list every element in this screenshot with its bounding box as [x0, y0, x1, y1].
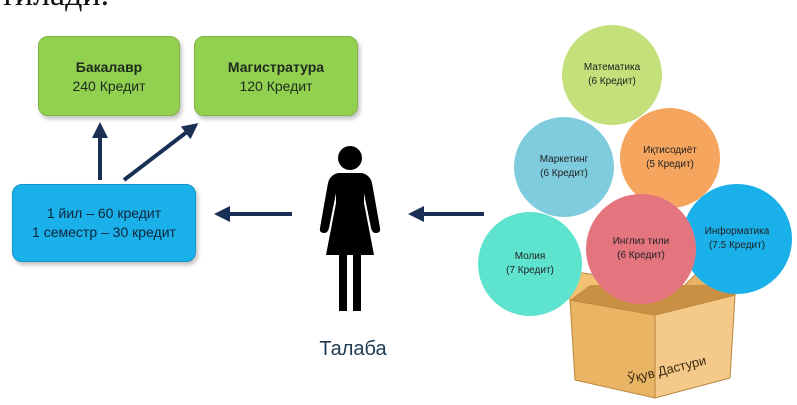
subject-marketing-name: Маркетинг: [539, 154, 589, 165]
subject-english: Инглиз тили (6 Кредит): [586, 194, 696, 304]
subject-informatics-name: Информатика: [704, 226, 770, 237]
subject-finance-credits: (7 Кредит): [506, 265, 554, 276]
subject-economics-name: Иқтисодиёт: [643, 145, 697, 156]
arrow-to-master: [122, 123, 199, 182]
bachelor-title: Бакалавр: [75, 58, 143, 75]
subject-math: Математика (6 Кредит): [562, 25, 662, 125]
master-box: Магистратура 120 Кредит: [194, 36, 358, 116]
subject-economics: Иқтисодиёт (5 Кредит): [620, 108, 720, 208]
subject-english-name: Инглиз тили: [612, 236, 670, 247]
master-credits: 120 Кредит: [239, 77, 313, 94]
subject-informatics-credits: (7.5 Кредит): [708, 240, 766, 251]
subject-finance: Молия (7 Кредит): [478, 212, 582, 316]
credit-line-1: 1 йил – 60 кредит: [46, 205, 162, 221]
subject-finance-name: Молия: [514, 251, 546, 262]
subject-economics-credits: (5 Кредит): [646, 159, 694, 170]
master-title: Магистратура: [227, 58, 325, 75]
credit-line-2: 1 семестр – 30 кредит: [32, 224, 176, 240]
subject-informatics: Информатика (7.5 Кредит): [682, 184, 792, 294]
bachelor-credits: 240 Кредит: [72, 77, 146, 94]
subject-marketing: Маркетинг (6 Кредит): [514, 117, 614, 217]
student-label: Талаба: [319, 338, 387, 360]
subject-math-credits: (6 Кредит): [588, 76, 636, 87]
subject-marketing-credits: (6 Кредит): [540, 168, 588, 179]
header-text: тилади.: [0, 0, 109, 14]
subject-math-name: Математика: [583, 62, 641, 73]
credit-info-box: 1 йил – 60 кредит 1 семестр – 30 кредит: [12, 184, 196, 262]
bachelor-box: Бакалавр 240 Кредит: [38, 36, 180, 116]
student-icon: [319, 146, 381, 311]
subject-english-credits: (6 Кредит): [617, 250, 665, 261]
